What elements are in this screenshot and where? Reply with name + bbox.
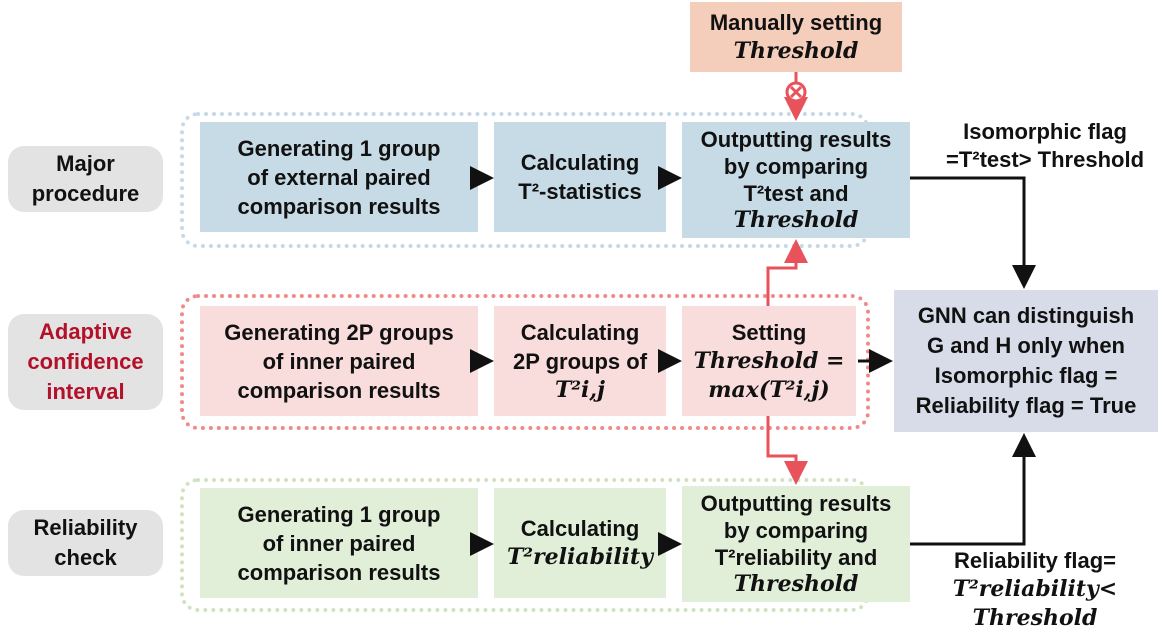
row-label-adaptive-line1: Adaptive bbox=[39, 319, 132, 344]
reliability-output-line3: T²reliability and bbox=[714, 545, 878, 570]
reliability-output-line4: Threshold bbox=[733, 571, 859, 597]
arrow-reliability-to-result bbox=[910, 433, 1036, 546]
major-output-line3: T²test and bbox=[743, 181, 849, 206]
row-label-reliability-line2: check bbox=[54, 545, 117, 570]
reliability-output-line1: Outputting results bbox=[700, 491, 892, 516]
manual-threshold-line1: Manually setting bbox=[709, 10, 883, 35]
adaptive-calculate-line2: 2P groups of bbox=[512, 348, 648, 374]
isomorphic-flag-line2: =T²test> Threshold bbox=[945, 147, 1145, 172]
major-output-line1: Outputting results bbox=[700, 127, 892, 152]
reliability-flag-text: Reliability flag= T²reliability< Thresho… bbox=[930, 546, 1140, 633]
major-output-box: Outputting results by comparing T²test a… bbox=[682, 122, 910, 238]
row-label-major-line2: procedure bbox=[31, 181, 140, 206]
major-generate-box: Generating 1 group of external paired co… bbox=[200, 122, 478, 232]
adaptive-setting-line1: Setting bbox=[731, 319, 807, 345]
manual-threshold-line2: Threshold bbox=[733, 38, 859, 64]
adaptive-generate-line3: comparison results bbox=[237, 377, 441, 403]
adaptive-calculate-line3: T²i,j bbox=[555, 376, 605, 403]
isomorphic-flag-line1: Isomorphic flag bbox=[963, 119, 1127, 144]
adaptive-generate-box: Generating 2P groups of inner paired com… bbox=[200, 306, 478, 416]
reliability-generate-line2: of inner paired bbox=[262, 530, 416, 556]
adaptive-setting-box: Setting Threshold = max(T²i,j) bbox=[682, 306, 856, 416]
major-calculate-line1: Calculating bbox=[520, 150, 640, 175]
adaptive-generate-line2: of inner paired bbox=[262, 348, 416, 374]
manual-threshold-box: Manually setting Threshold bbox=[690, 2, 902, 72]
adaptive-calculate-line1: Calculating bbox=[520, 319, 640, 345]
major-generate-line3: comparison results bbox=[237, 193, 441, 219]
major-output-line2: by comparing bbox=[723, 154, 869, 179]
gnn-result-line2: G and H only when bbox=[926, 333, 1125, 358]
gnn-result-box: GNN can distinguish G and H only when Is… bbox=[894, 290, 1158, 432]
row-label-major: Major procedure bbox=[8, 146, 163, 212]
row-label-reliability-line1: Reliability bbox=[33, 515, 138, 540]
major-calculate-line2: T²-statistics bbox=[518, 179, 642, 204]
arrow-isomorphic-to-result bbox=[910, 176, 1036, 289]
reliability-generate-line1: Generating 1 group bbox=[237, 501, 441, 527]
adaptive-generate-line1: Generating 2P groups bbox=[224, 319, 454, 345]
gnn-result-line3: Isomorphic flag = bbox=[934, 363, 1118, 388]
reliability-flag-line3: Threshold bbox=[972, 605, 1098, 631]
reliability-flag-line2: T²reliability< bbox=[952, 576, 1118, 602]
row-label-reliability: Reliability check bbox=[8, 510, 163, 576]
row-label-adaptive-line2: confidence bbox=[27, 349, 144, 374]
reliability-output-box: Outputting results by comparing T²reliab… bbox=[682, 486, 910, 602]
major-generate-line1: Generating 1 group bbox=[237, 135, 441, 161]
reliability-flag-line1: Reliability flag= bbox=[954, 548, 1116, 573]
adaptive-setting-line2: Threshold = bbox=[693, 347, 845, 374]
reliability-output-line2: by comparing bbox=[723, 518, 869, 543]
major-calculate-box: Calculating T²-statistics bbox=[494, 122, 666, 232]
row-label-adaptive: Adaptive confidence interval bbox=[8, 314, 163, 410]
major-output-line4: Threshold bbox=[733, 207, 859, 233]
reliability-calculate-line2: T²reliability bbox=[507, 544, 653, 570]
adaptive-calculate-box: Calculating 2P groups of T²i,j bbox=[494, 306, 666, 416]
major-generate-line2: of external paired bbox=[247, 164, 431, 190]
reliability-calculate-box: Calculating T²reliability bbox=[494, 488, 666, 598]
arrow-threshold-to-reliability bbox=[766, 416, 808, 485]
reliability-generate-line3: comparison results bbox=[237, 559, 441, 585]
gnn-result-line4: Reliability flag = True bbox=[915, 393, 1137, 418]
blocked-x-icon bbox=[785, 81, 807, 103]
row-label-adaptive-line3: interval bbox=[46, 379, 125, 404]
isomorphic-flag-text: Isomorphic flag =T²test> Threshold bbox=[930, 118, 1160, 174]
row-label-major-line1: Major bbox=[56, 151, 115, 176]
adaptive-setting-line3: max(T²i,j) bbox=[708, 376, 830, 403]
reliability-calculate-line1: Calculating bbox=[520, 516, 640, 541]
reliability-generate-box: Generating 1 group of inner paired compa… bbox=[200, 488, 478, 598]
gnn-result-line1: GNN can distinguish bbox=[917, 303, 1135, 328]
arrow-threshold-to-major bbox=[766, 239, 808, 306]
